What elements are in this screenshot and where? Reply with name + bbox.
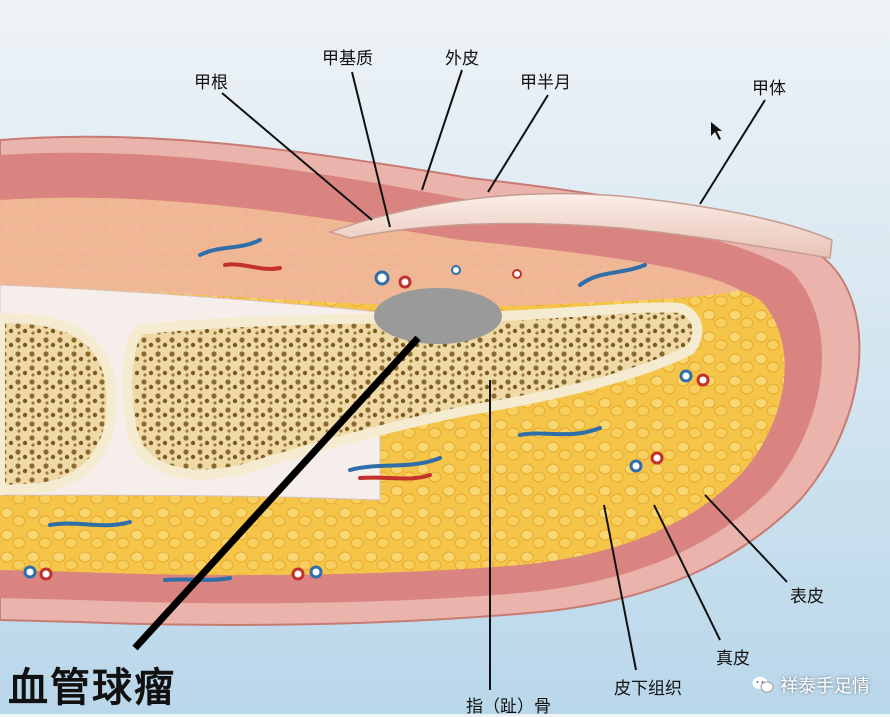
glomus-tumor-mark bbox=[374, 288, 502, 344]
label-cuticle: 外皮 bbox=[445, 49, 479, 69]
watermark-text: 祥泰手足情 bbox=[780, 676, 870, 697]
nail-bed bbox=[0, 197, 740, 307]
label-subcutaneous: 皮下组织 bbox=[614, 679, 682, 699]
wechat-icon bbox=[752, 677, 774, 693]
label-phalanx-bone: 指（趾）骨 bbox=[466, 697, 551, 717]
label-epidermis: 表皮 bbox=[790, 587, 824, 607]
cursor-icon bbox=[711, 122, 722, 140]
label-lunula: 甲半月 bbox=[520, 73, 571, 93]
nail-plate bbox=[327, 192, 833, 259]
label-nail-body: 甲体 bbox=[752, 79, 786, 99]
glomus-tumor-pointer bbox=[132, 335, 421, 651]
label-nail-matrix: 甲基质 bbox=[322, 49, 373, 69]
vessel-cross-sections bbox=[23, 265, 710, 581]
label-nail-root: 甲根 bbox=[194, 73, 228, 93]
middle-phalanx bbox=[0, 312, 117, 496]
watermark: 祥泰手足情 bbox=[752, 672, 870, 698]
label-glomus-tumor: 血管球瘤 bbox=[8, 665, 176, 711]
leader-lines bbox=[221, 69, 788, 690]
label-dermis: 真皮 bbox=[716, 649, 750, 669]
